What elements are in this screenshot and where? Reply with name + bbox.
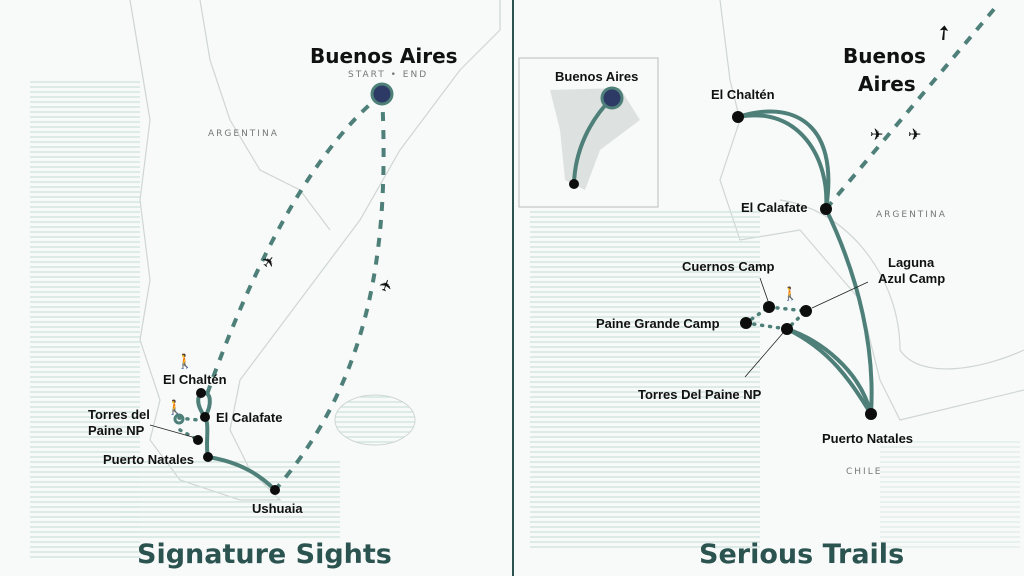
label-laguna-line2: Azul Camp: [878, 271, 945, 286]
coastline: [129, 0, 501, 501]
country-label-argentina: ARGENTINA: [876, 210, 947, 220]
label-el-calafate: El Calafate: [216, 410, 282, 425]
left-map-panel: ✈ ✈ 🚶 🚶 Buenos Aires START • END ARGENTI…: [30, 0, 501, 570]
label-torres-line1: Torres del: [88, 407, 150, 422]
laguna-azul-camp-marker: [800, 305, 812, 317]
leader-line: [149, 424, 197, 439]
plane-icon: ✈: [908, 125, 921, 144]
ocean-hatching: [120, 460, 340, 540]
label-buenos-aires-line2: Aires: [858, 72, 916, 96]
plane-icon: ✈: [870, 125, 883, 144]
flight-route: [824, 6, 997, 211]
plane-icon: ✈: [257, 251, 280, 273]
inset-land: [550, 88, 640, 190]
fjord-hatching: [530, 210, 760, 550]
leader-line: [759, 277, 769, 302]
label-el-chalten: El Chaltén: [163, 372, 227, 387]
label-torres-del-paine: Torres Del Paine NP: [638, 387, 762, 402]
label-laguna-line1: Laguna: [888, 255, 935, 270]
leader-line: [811, 281, 869, 309]
hiker-icon: 🚶: [782, 286, 798, 302]
label-buenos-aires-line1: Buenos: [843, 44, 926, 68]
puerto-natales-marker: [865, 408, 877, 420]
label-buenos-aires: Buenos Aires: [310, 44, 458, 68]
label-puerto-natales: Puerto Natales: [822, 431, 913, 446]
puerto-natales-marker: [203, 452, 213, 462]
arrow-icon: ➚: [929, 18, 957, 47]
right-panel-title: Serious Trails: [699, 539, 904, 570]
coastline: [719, 0, 1024, 421]
label-cuernos-camp: Cuernos Camp: [682, 259, 775, 274]
left-panel-title: Signature Sights: [137, 539, 392, 570]
el-chalten-marker: [732, 111, 744, 123]
el-chalten-marker: [196, 388, 206, 398]
torres-del-paine-marker: [781, 323, 793, 335]
ground-route: [785, 327, 873, 416]
inset-label: Buenos Aires: [555, 69, 638, 84]
ground-route: [785, 327, 873, 416]
right-map-panel: Buenos Aires ➚ ✈ ✈ 🚶 Buenos Aires El Cha…: [518, 0, 1024, 570]
flight-route-return: [273, 93, 386, 492]
label-el-chalten: El Chaltén: [711, 87, 775, 102]
coastline-inner: [199, 0, 331, 231]
ground-route: [196, 391, 277, 492]
hiker-icon: 🚶: [166, 399, 183, 416]
ground-route: [736, 113, 829, 211]
el-calafate-marker: [200, 412, 210, 422]
fjord-hatching: [880, 440, 1020, 550]
torres-marker: [173, 413, 185, 425]
el-calafate-marker: [820, 203, 832, 215]
label-paine-grande-camp: Paine Grande Camp: [596, 316, 720, 331]
plane-icon: ✈: [375, 276, 397, 295]
country-label: ARGENTINA: [208, 129, 279, 139]
inset-patagonia-marker: [569, 179, 579, 189]
inset-map: Buenos Aires: [518, 57, 659, 208]
country-label-chile: CHILE: [846, 467, 882, 477]
label-el-calafate: El Calafate: [741, 200, 807, 215]
paine-grande-camp-marker: [740, 317, 752, 329]
buenos-aires-marker: [370, 82, 394, 106]
ground-route: [736, 109, 831, 211]
hiker-icon: 🚶: [176, 353, 193, 370]
label-torres-line2: Paine NP: [88, 423, 145, 438]
inset-buenos-aires-marker: [600, 86, 624, 110]
start-end-label: START • END: [348, 70, 428, 80]
leader-line: [744, 332, 784, 378]
ground-route: [824, 207, 874, 416]
cuernos-camp-marker: [763, 301, 775, 313]
label-puerto-natales: Puerto Natales: [103, 452, 194, 467]
label-ushuaia: Ushuaia: [252, 501, 303, 516]
torres-node-marker: [193, 435, 203, 445]
ushuaia-marker: [270, 485, 280, 495]
flight-route-outbound: [203, 92, 384, 401]
falkland-islands: [334, 394, 416, 446]
